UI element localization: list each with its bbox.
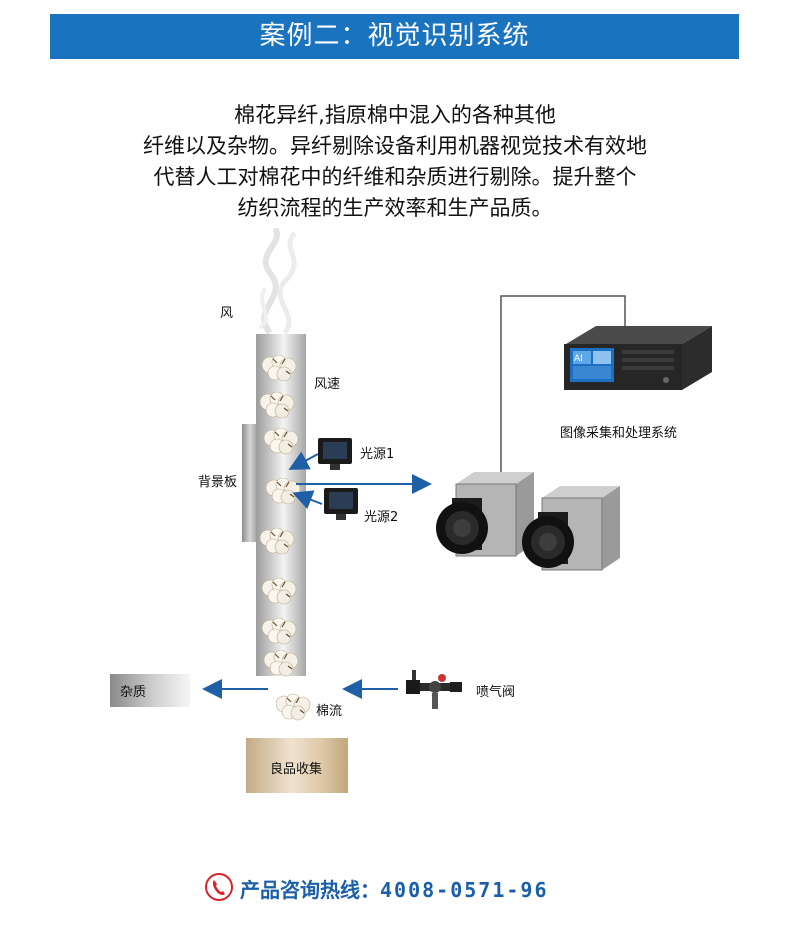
air-valve-icon xyxy=(406,670,462,709)
backboard xyxy=(242,424,258,542)
camera-1-icon xyxy=(436,472,534,557)
label-processing-system: 图像采集和处理系统 xyxy=(560,426,678,441)
hotline: 产品咨询热线：4008-0571-96 xyxy=(240,874,549,903)
intro-line: 代替人工对棉花中的纤维和杂质进行剔除。提升整个 xyxy=(153,165,637,189)
intro-line: 纺织流程的生产效率和生产品质。 xyxy=(237,196,553,220)
server-icon: AI xyxy=(564,326,712,390)
phone-icon xyxy=(205,873,233,901)
banner-title: 案例二：视觉识别系统 xyxy=(259,21,530,51)
label-wind-speed: 风速 xyxy=(314,377,341,392)
camera-2-icon xyxy=(522,486,620,571)
label-good-collect: 良品收集 xyxy=(270,762,323,777)
intro-line: 棉花异纤,指原棉中混入的各种其他 xyxy=(234,103,556,127)
light-source-1-icon xyxy=(318,438,352,470)
hotline-number[interactable]: 4008-0571-96 xyxy=(380,878,549,902)
label-wind: 风 xyxy=(220,306,234,321)
label-impurity: 杂质 xyxy=(120,685,147,700)
good-product-bin xyxy=(246,738,348,793)
server-screen-text: AI xyxy=(574,354,583,364)
label-backboard: 背景板 xyxy=(198,475,238,490)
hotline-label: 产品咨询热线： xyxy=(240,878,380,902)
title-banner: 案例二：视觉识别系统 xyxy=(50,14,739,59)
label-cotton-flow: 棉流 xyxy=(316,704,343,719)
intro-line: 纤维以及杂物。异纤剔除设备利用机器视觉技术有效地 xyxy=(143,134,647,158)
label-air-valve: 喷气阀 xyxy=(476,685,516,700)
impurity-bin xyxy=(110,674,190,707)
intro-text: 棉花异纤,指原棉中混入的各种其他 纤维以及杂物。异纤剔除设备利用机器视觉技术有效… xyxy=(60,100,730,224)
label-light-source-2: 光源2 xyxy=(364,510,399,525)
wind-smoke-graphic xyxy=(258,228,297,335)
light-source-2-icon xyxy=(324,488,358,520)
label-light-source-1: 光源1 xyxy=(360,447,395,462)
